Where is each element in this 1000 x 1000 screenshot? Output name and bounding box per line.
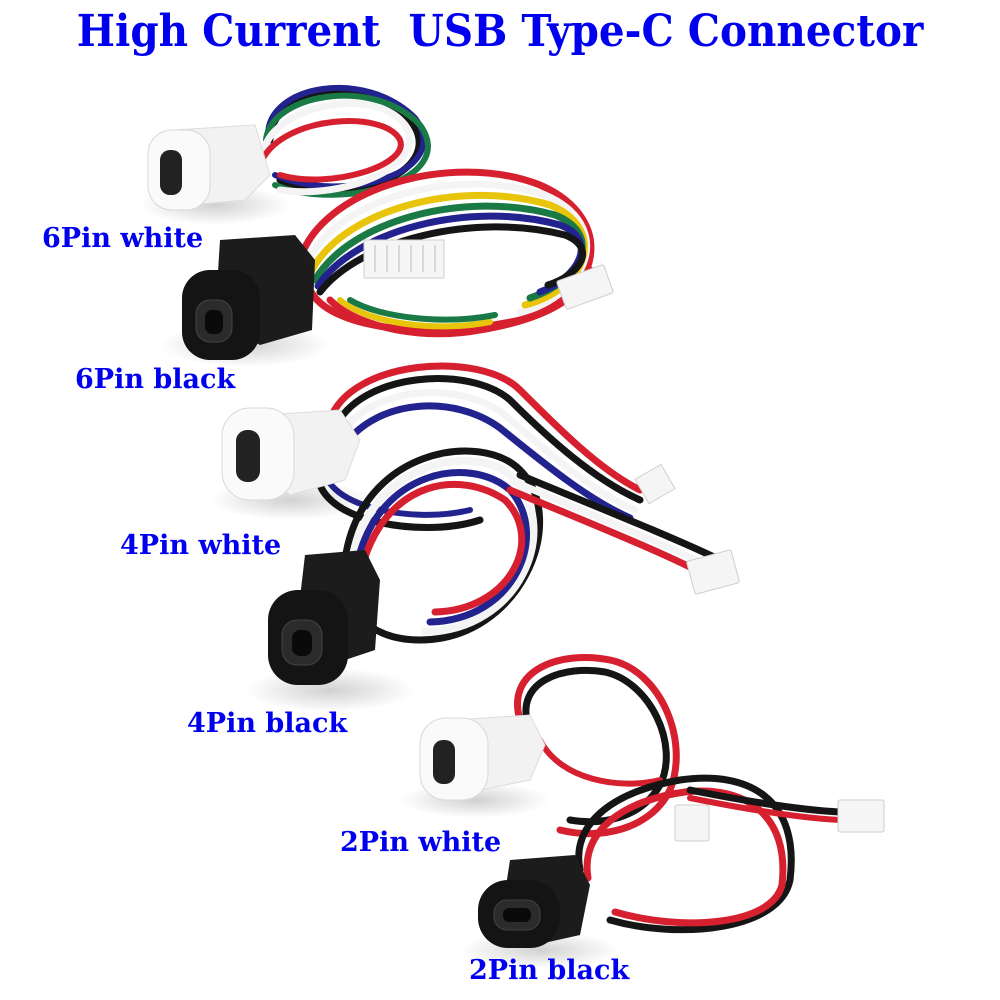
connector-6pin-white [140,124,290,225]
connector-4pin-white [210,407,370,520]
jst-connector-4pin-end [686,549,740,595]
cable-2pin-black [575,774,844,934]
cable-6pin-black [296,168,595,338]
jst-connector-6pin-loose [363,239,445,279]
page-title: High Current USB Type-C Connector [76,6,924,57]
cable-2pin-white [514,654,680,838]
label-6pin-white: 6Pin white [42,223,204,254]
cable-6pin-white [259,84,431,198]
jst-connector-2pin-end [837,799,885,833]
jst-connector-6pin-end [556,264,614,310]
connector-6pin-black [160,235,330,367]
connector-2pin-black [460,855,620,968]
label-2pin-black: 2Pin black [469,955,630,986]
jst-connector-4pin-mid [634,463,676,505]
label-4pin-black: 4Pin black [187,708,348,739]
label-6pin-black: 6Pin black [75,364,236,395]
label-2pin-white: 2Pin white [340,827,502,858]
connector-4pin-black [245,550,415,712]
label-4pin-white: 4Pin white [120,530,282,561]
jst-connector-2pin-mid [674,804,710,842]
connector-2pin-white [400,714,550,818]
